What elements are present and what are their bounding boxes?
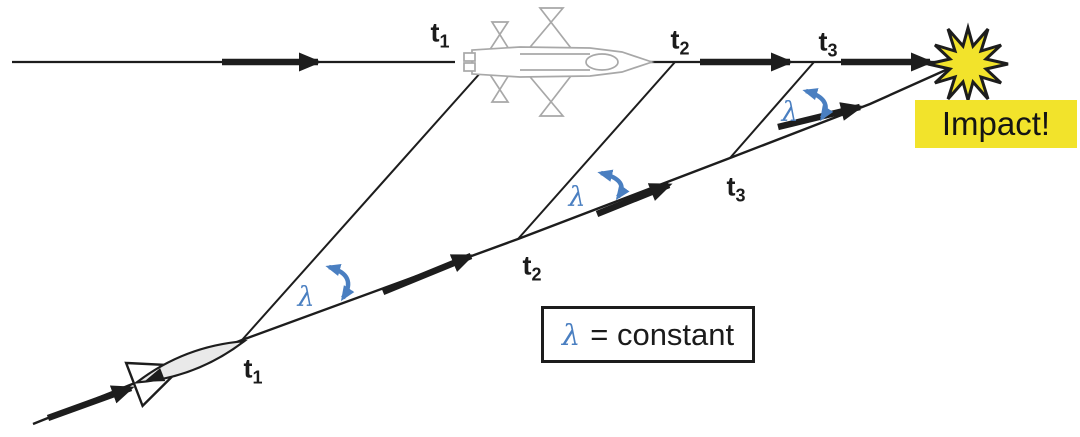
missile-time-label-t3: t3	[726, 171, 746, 206]
angle-label-lambda-3: λ	[781, 96, 799, 128]
missile-time-label-t2: t2	[522, 250, 542, 285]
curved-double-arrow-icon-1	[325, 263, 355, 302]
impact-label-text: Impact!	[941, 105, 1051, 142]
line-of-sight-t1	[241, 61, 491, 341]
legend-lambda-symbol: λ	[561, 317, 581, 352]
angle-label-lambda-1: λ	[297, 281, 315, 313]
explosion-starburst-icon	[927, 22, 1009, 106]
curved-double-arrow-icon-3	[802, 88, 834, 122]
missile-rear-arrow	[144, 368, 166, 382]
missile-time-label-t1: t1	[243, 353, 263, 388]
missile-velocity-arrow-3	[595, 181, 673, 218]
aircraft-time-label-t2: t2	[670, 24, 690, 59]
fighter-jet-icon	[463, 7, 655, 117]
angle-label-lambda-2: λ	[568, 181, 586, 213]
curved-double-arrow-icon-2	[597, 169, 630, 201]
line-of-sight-t3	[729, 61, 815, 159]
missile-icon	[124, 339, 248, 409]
line-of-sight-t2	[517, 61, 676, 240]
legend-text: = constant	[590, 316, 735, 352]
impact-label: Impact!	[915, 100, 1077, 148]
aircraft-time-label-t3: t3	[818, 26, 838, 61]
aircraft-time-label-t1: t1	[430, 17, 450, 52]
missile-body	[133, 339, 248, 384]
lambda-constant-legend: λ = constant	[541, 306, 755, 363]
missile-velocity-arrow-2	[381, 252, 475, 296]
missile-velocity-arrow-1	[46, 384, 135, 422]
